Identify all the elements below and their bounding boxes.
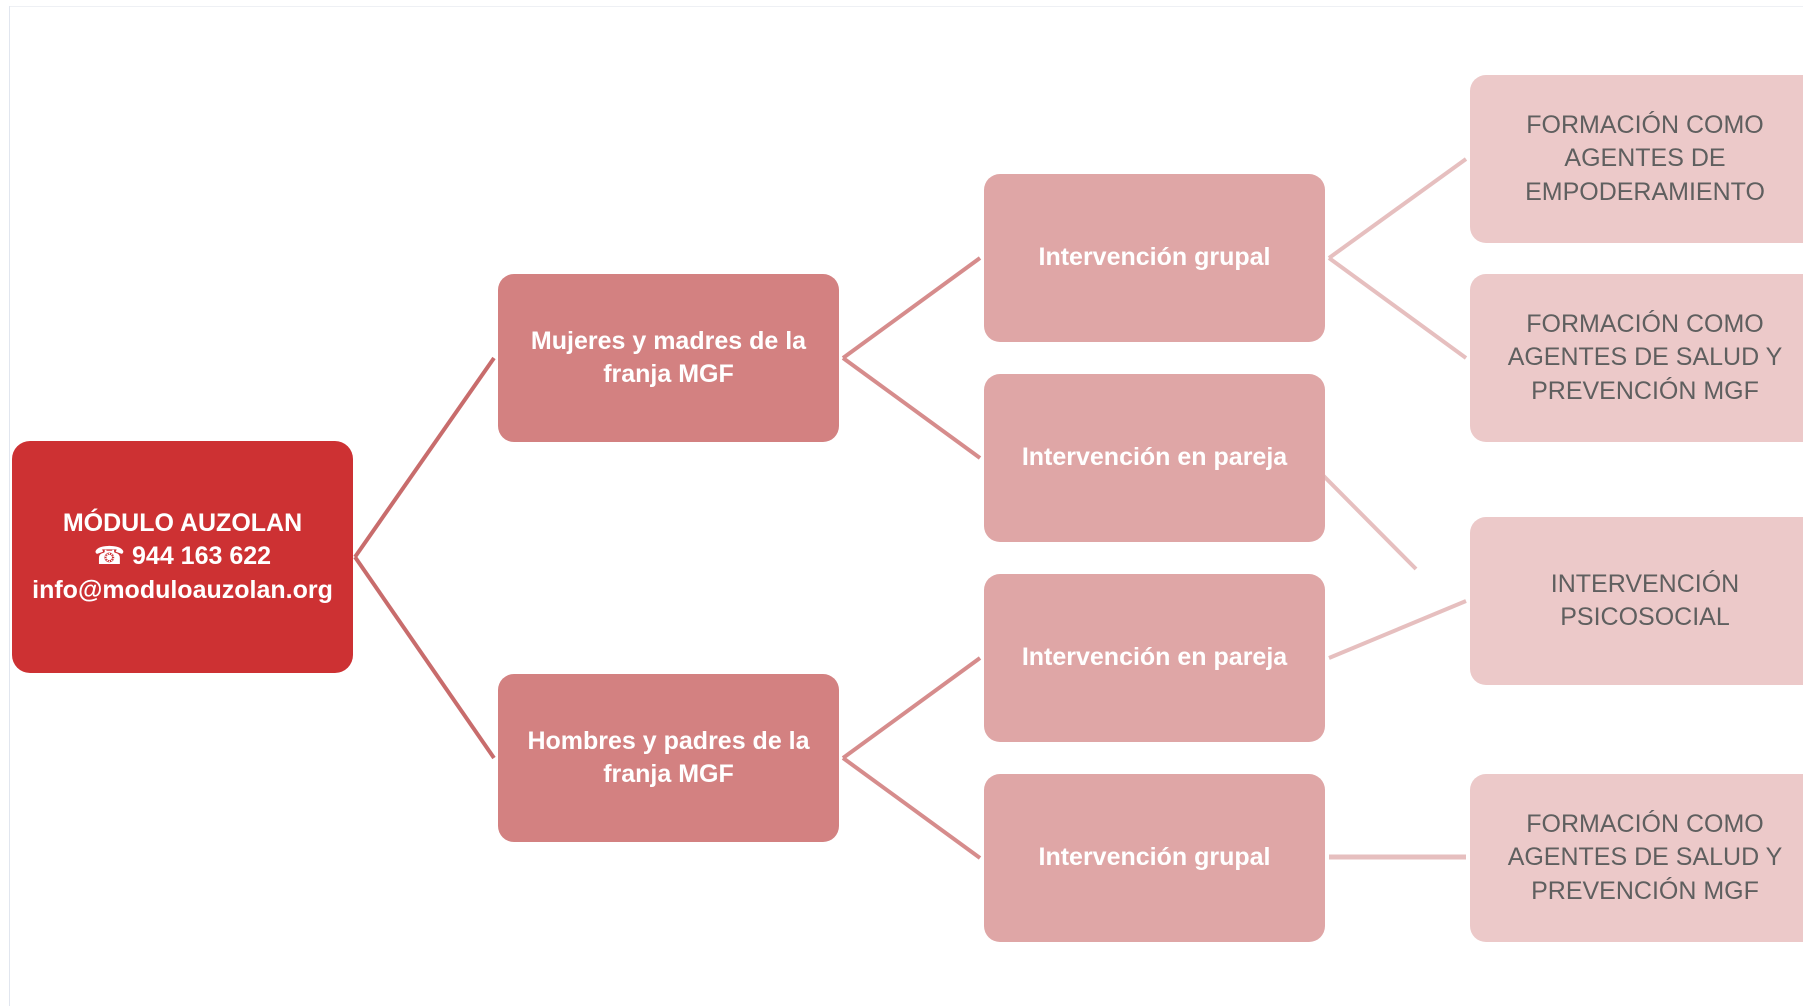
node-formacion-empoderamiento: FORMACIÓN COMO AGENTES DE EMPODERAMIENTO: [1470, 75, 1803, 243]
connector-grupal-salud: [1327, 256, 1468, 360]
node-hombres-grupal-label: Intervención grupal: [1038, 843, 1271, 872]
connector-pareja2-psicosocial: [1328, 599, 1467, 660]
node-mujeres-intervencion-pareja: Intervención en pareja: [984, 374, 1325, 542]
connector-hombres-grupal: [841, 756, 982, 860]
root-phone: ☎ 944 163 622: [93, 542, 272, 571]
node-formacion-salud-hombres-label: FORMACIÓN COMO AGENTES DE SALUD Y PREVEN…: [1507, 809, 1783, 905]
page-left-border: [9, 6, 10, 1006]
root-title: MÓDULO AUZOLAN: [62, 508, 303, 537]
node-intervencion-psicosocial: INTERVENCIÓN PSICOSOCIAL: [1470, 517, 1803, 685]
node-hombres-padres: Hombres y padres de la franja MGF: [498, 674, 839, 842]
connector-root-mujeres: [353, 356, 496, 559]
page-top-border: [10, 6, 1803, 7]
node-hombres-pareja-label: Intervención en pareja: [1021, 643, 1288, 672]
root-email: info@moduloauzolan.org: [32, 575, 333, 604]
connector-mujeres-pareja: [841, 356, 982, 460]
connector-grupal-empoderamiento: [1327, 157, 1468, 260]
node-hombres-intervencion-grupal: Intervención grupal: [984, 774, 1325, 942]
node-hombres-intervencion-pareja: Intervención en pareja: [984, 574, 1325, 742]
node-intervencion-psicosocial-label: INTERVENCIÓN PSICOSOCIAL: [1550, 569, 1740, 632]
node-mujeres-grupal-label: Intervención grupal: [1038, 243, 1271, 272]
node-formacion-salud-mujeres: FORMACIÓN COMO AGENTES DE SALUD Y PREVEN…: [1470, 274, 1803, 442]
node-hombres-label: Hombres y padres de la franja MGF: [527, 726, 810, 789]
connector-hombres-pareja: [841, 656, 982, 760]
node-mujeres-label: Mujeres y madres de la franja MGF: [530, 326, 807, 389]
node-mujeres-pareja-label: Intervención en pareja: [1021, 443, 1288, 472]
root-text: MÓDULO AUZOLAN ☎ 944 163 622 info@modulo…: [32, 507, 333, 608]
node-mujeres-madres: Mujeres y madres de la franja MGF: [498, 274, 839, 442]
node-formacion-empoderamiento-label: FORMACIÓN COMO AGENTES DE EMPODERAMIENTO: [1525, 110, 1765, 206]
connector-root-hombres: [353, 555, 496, 760]
node-mujeres-intervencion-grupal: Intervención grupal: [984, 174, 1325, 342]
connector-mujeres-grupal: [841, 256, 982, 360]
node-formacion-salud-hombres: FORMACIÓN COMO AGENTES DE SALUD Y PREVEN…: [1470, 774, 1803, 942]
node-modulo-auzolan: MÓDULO AUZOLAN ☎ 944 163 622 info@modulo…: [12, 441, 353, 673]
node-formacion-salud-mujeres-label: FORMACIÓN COMO AGENTES DE SALUD Y PREVEN…: [1507, 309, 1783, 405]
